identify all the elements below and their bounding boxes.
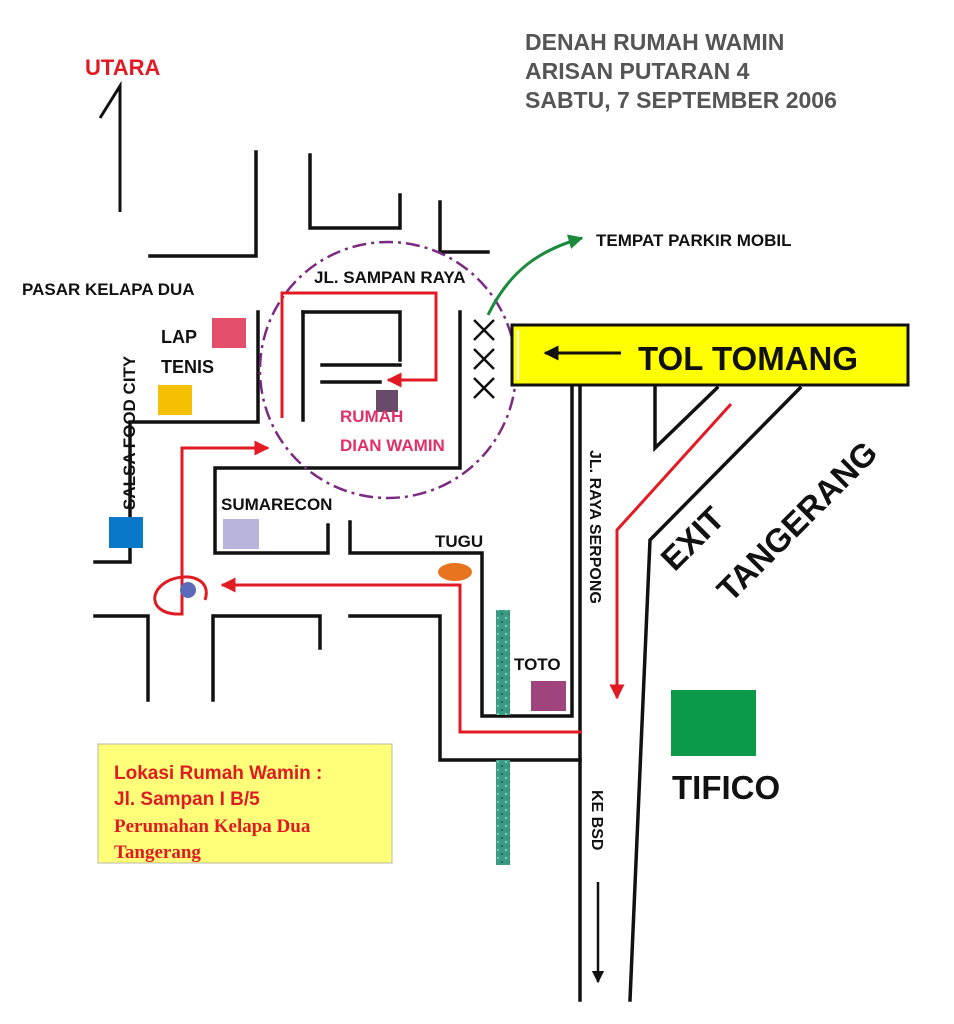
rumah-square — [376, 390, 398, 412]
title-line-2: ARISAN PUTARAN 4 — [525, 58, 750, 84]
canal-lower — [496, 760, 510, 865]
salsa-label: SALSA FOOD CITY — [120, 355, 139, 510]
exit-label: EXIT — [653, 499, 731, 577]
north-arrow-icon — [98, 80, 122, 212]
sumarecon-label: SUMARECON — [221, 495, 332, 514]
lap-square — [212, 318, 246, 348]
ke-bsd-label: KE BSD — [588, 790, 605, 850]
title-line-3: SABTU, 7 SEPTEMBER 2006 — [525, 87, 837, 113]
parking-x-marks — [473, 319, 495, 399]
parking-arrow-icon — [486, 234, 584, 316]
tol-tomang-label: TOL TOMANG — [638, 340, 858, 377]
toto-label: TOTO — [514, 655, 561, 674]
tangerang-label: TANGERANG — [709, 434, 884, 609]
rumah-label-1: RUMAH — [340, 407, 403, 426]
title-line-1: DENAH RUMAH WAMIN — [525, 29, 784, 55]
tifico-square — [671, 690, 756, 756]
north-label: UTARA — [85, 55, 160, 80]
toto-square — [531, 681, 566, 711]
location-line-2: Jl. Sampan I B/5 — [114, 789, 260, 810]
sampan-raya-label: JL. SAMPAN RAYA — [314, 268, 465, 287]
tenis-square — [158, 385, 192, 415]
tol-tomang-box — [510, 323, 910, 387]
tifico-label: TIFICO — [672, 769, 780, 806]
tugu-ellipse — [438, 563, 472, 581]
salsa-square — [109, 517, 143, 548]
tugu-label: TUGU — [435, 532, 483, 551]
tenis-label: TENIS — [161, 357, 214, 377]
roundabout — [180, 582, 196, 598]
road-network — [93, 150, 803, 1002]
location-line-1: Lokasi Rumah Wamin : — [114, 763, 322, 784]
location-line-4: Tangerang — [114, 842, 201, 863]
sumarecon-square — [223, 519, 259, 549]
lap-label: LAP — [161, 327, 197, 347]
location-note-box — [97, 743, 393, 864]
pasar-label: PASAR KELAPA DUA — [22, 280, 195, 299]
route-path — [153, 291, 733, 734]
location-line-3: Perumahan Kelapa Dua — [114, 816, 311, 837]
serpong-label: JL. RAYA SERPONG — [586, 450, 603, 604]
parking-label: TEMPAT PARKIR MOBIL — [596, 231, 791, 250]
rumah-label-2: DIAN WAMIN — [340, 436, 445, 455]
canal-upper — [496, 610, 510, 715]
